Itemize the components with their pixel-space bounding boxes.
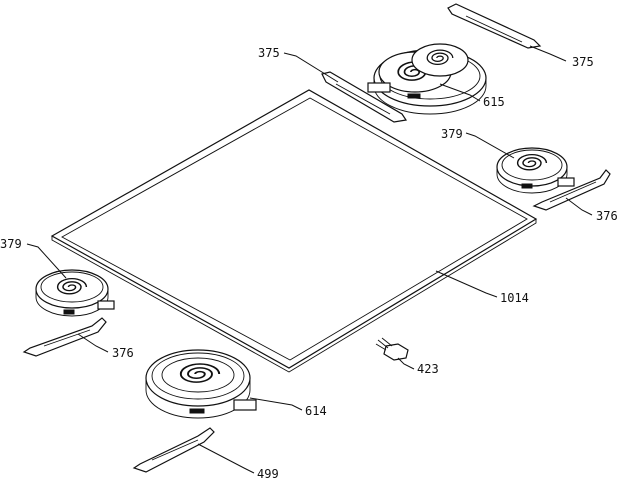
callout-1014: 1014 [500, 291, 529, 305]
callout-423: 423 [417, 362, 439, 376]
bracket-375-top [321, 71, 408, 123]
leader-lines [26, 45, 593, 474]
callout-375-right: 375 [572, 55, 594, 69]
callout-614: 614 [305, 404, 327, 418]
element-379-left [35, 269, 115, 317]
element-379-right [496, 147, 575, 194]
element-615 [367, 43, 487, 115]
connector-423 [375, 337, 409, 361]
bracket-376-right [532, 169, 611, 211]
callout-379-right: 379 [441, 127, 463, 141]
callout-376-left: 376 [112, 346, 134, 360]
callout-615: 615 [483, 95, 505, 109]
glass-top-frame [50, 89, 538, 373]
callout-375-top: 375 [258, 46, 280, 60]
element-614 [145, 349, 257, 419]
bracket-376-left [22, 317, 107, 357]
bracket-375-right [447, 3, 542, 49]
callout-379-left: 379 [0, 237, 22, 251]
bracket-499 [132, 427, 215, 473]
callout-labels: 375 375 615 379 376 379 1014 376 423 614… [0, 46, 618, 481]
callout-499: 499 [257, 467, 279, 481]
callout-376-right: 376 [596, 209, 618, 223]
